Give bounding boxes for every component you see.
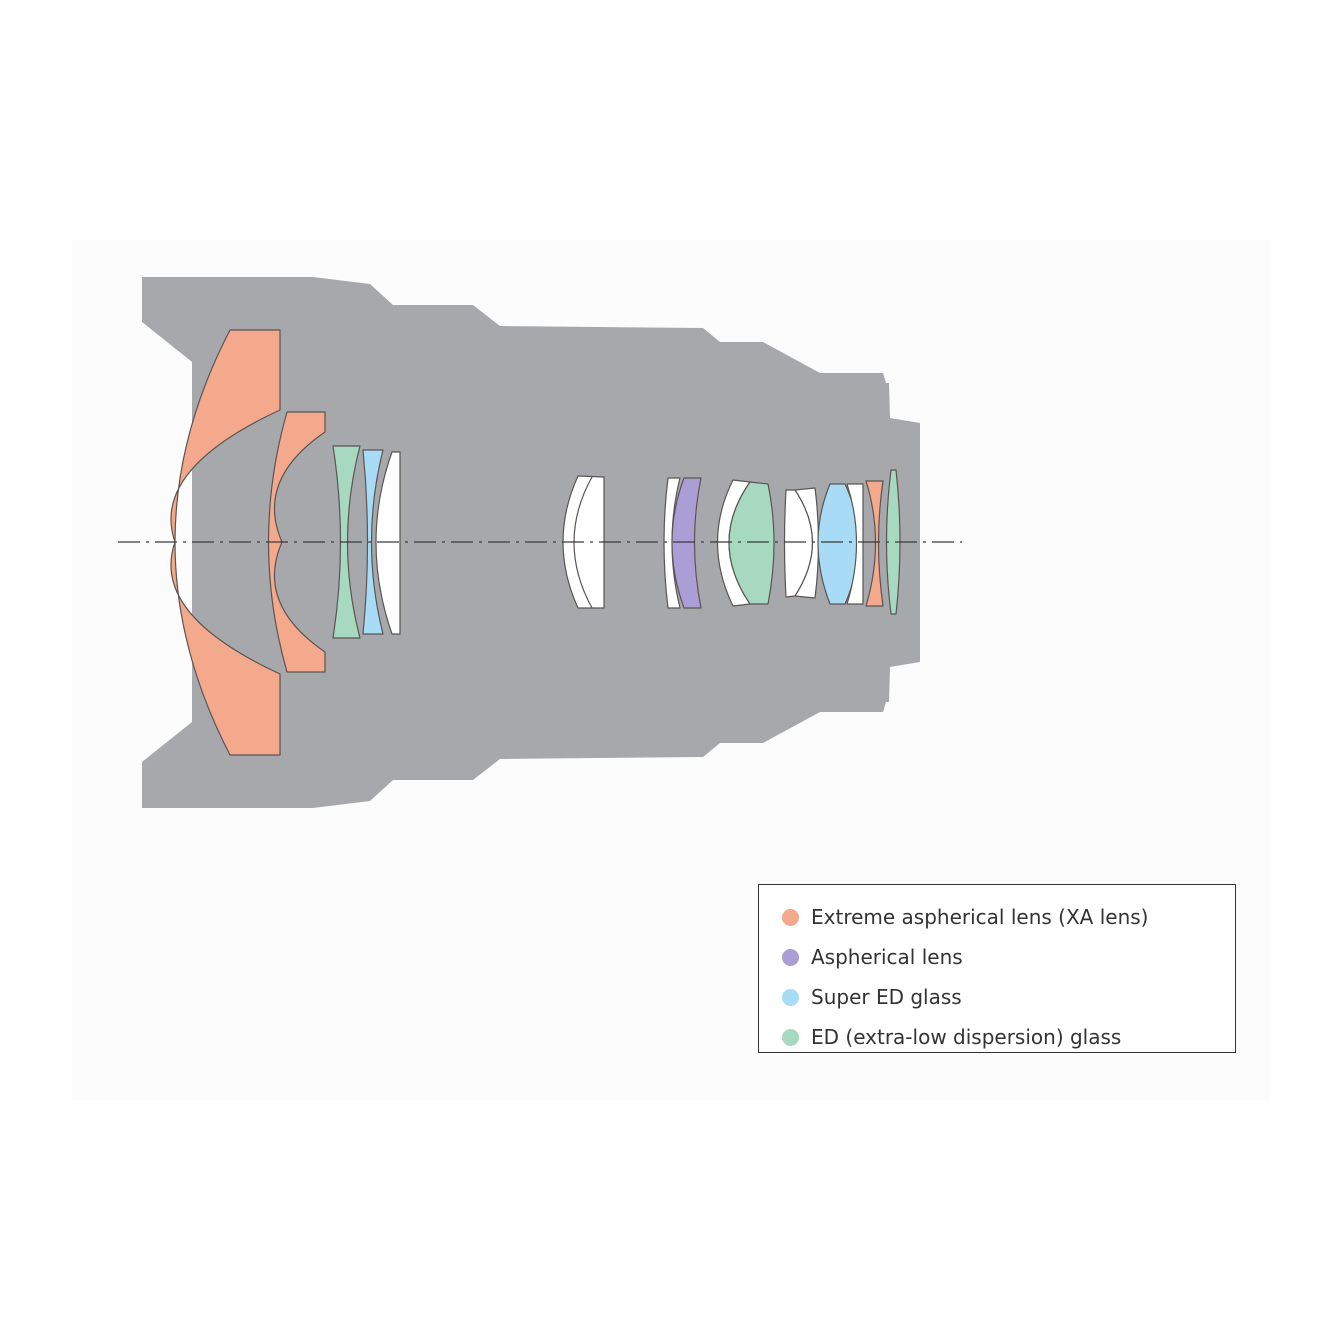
lens-element-8-aspherical bbox=[671, 477, 702, 609]
legend-item-xa-lens: Extreme aspherical lens (XA lens) bbox=[759, 897, 1235, 937]
lens-element-10-ed bbox=[728, 481, 775, 605]
legend-item-super-ed: Super ED glass bbox=[759, 977, 1235, 1017]
legend-label: Extreme aspherical lens (XA lens) bbox=[811, 905, 1149, 929]
purple-dot-icon bbox=[782, 948, 799, 966]
legend-item-aspherical: Aspherical lens bbox=[759, 937, 1235, 977]
lens-element-5 bbox=[375, 451, 401, 635]
legend-item-ed: ED (extra-low dispersion) glass bbox=[759, 1017, 1235, 1057]
lens-element-12 bbox=[794, 487, 820, 599]
legend-label: Aspherical lens bbox=[811, 945, 963, 969]
legend-label: ED (extra-low dispersion) glass bbox=[811, 1025, 1122, 1049]
lens-element-16-ed bbox=[885, 469, 901, 615]
blue-dot-icon bbox=[782, 988, 799, 1006]
legend-label: Super ED glass bbox=[811, 985, 962, 1009]
green-dot-icon bbox=[782, 1028, 799, 1046]
lens-element-4-super-ed bbox=[362, 449, 384, 635]
lens-element-1-xa bbox=[170, 329, 281, 756]
lens-element-14 bbox=[846, 483, 864, 605]
lens-element-15-xa bbox=[865, 480, 884, 607]
legend: Extreme aspherical lens (XA lens) Aspher… bbox=[758, 884, 1236, 1053]
orange-dot-icon bbox=[782, 908, 799, 926]
